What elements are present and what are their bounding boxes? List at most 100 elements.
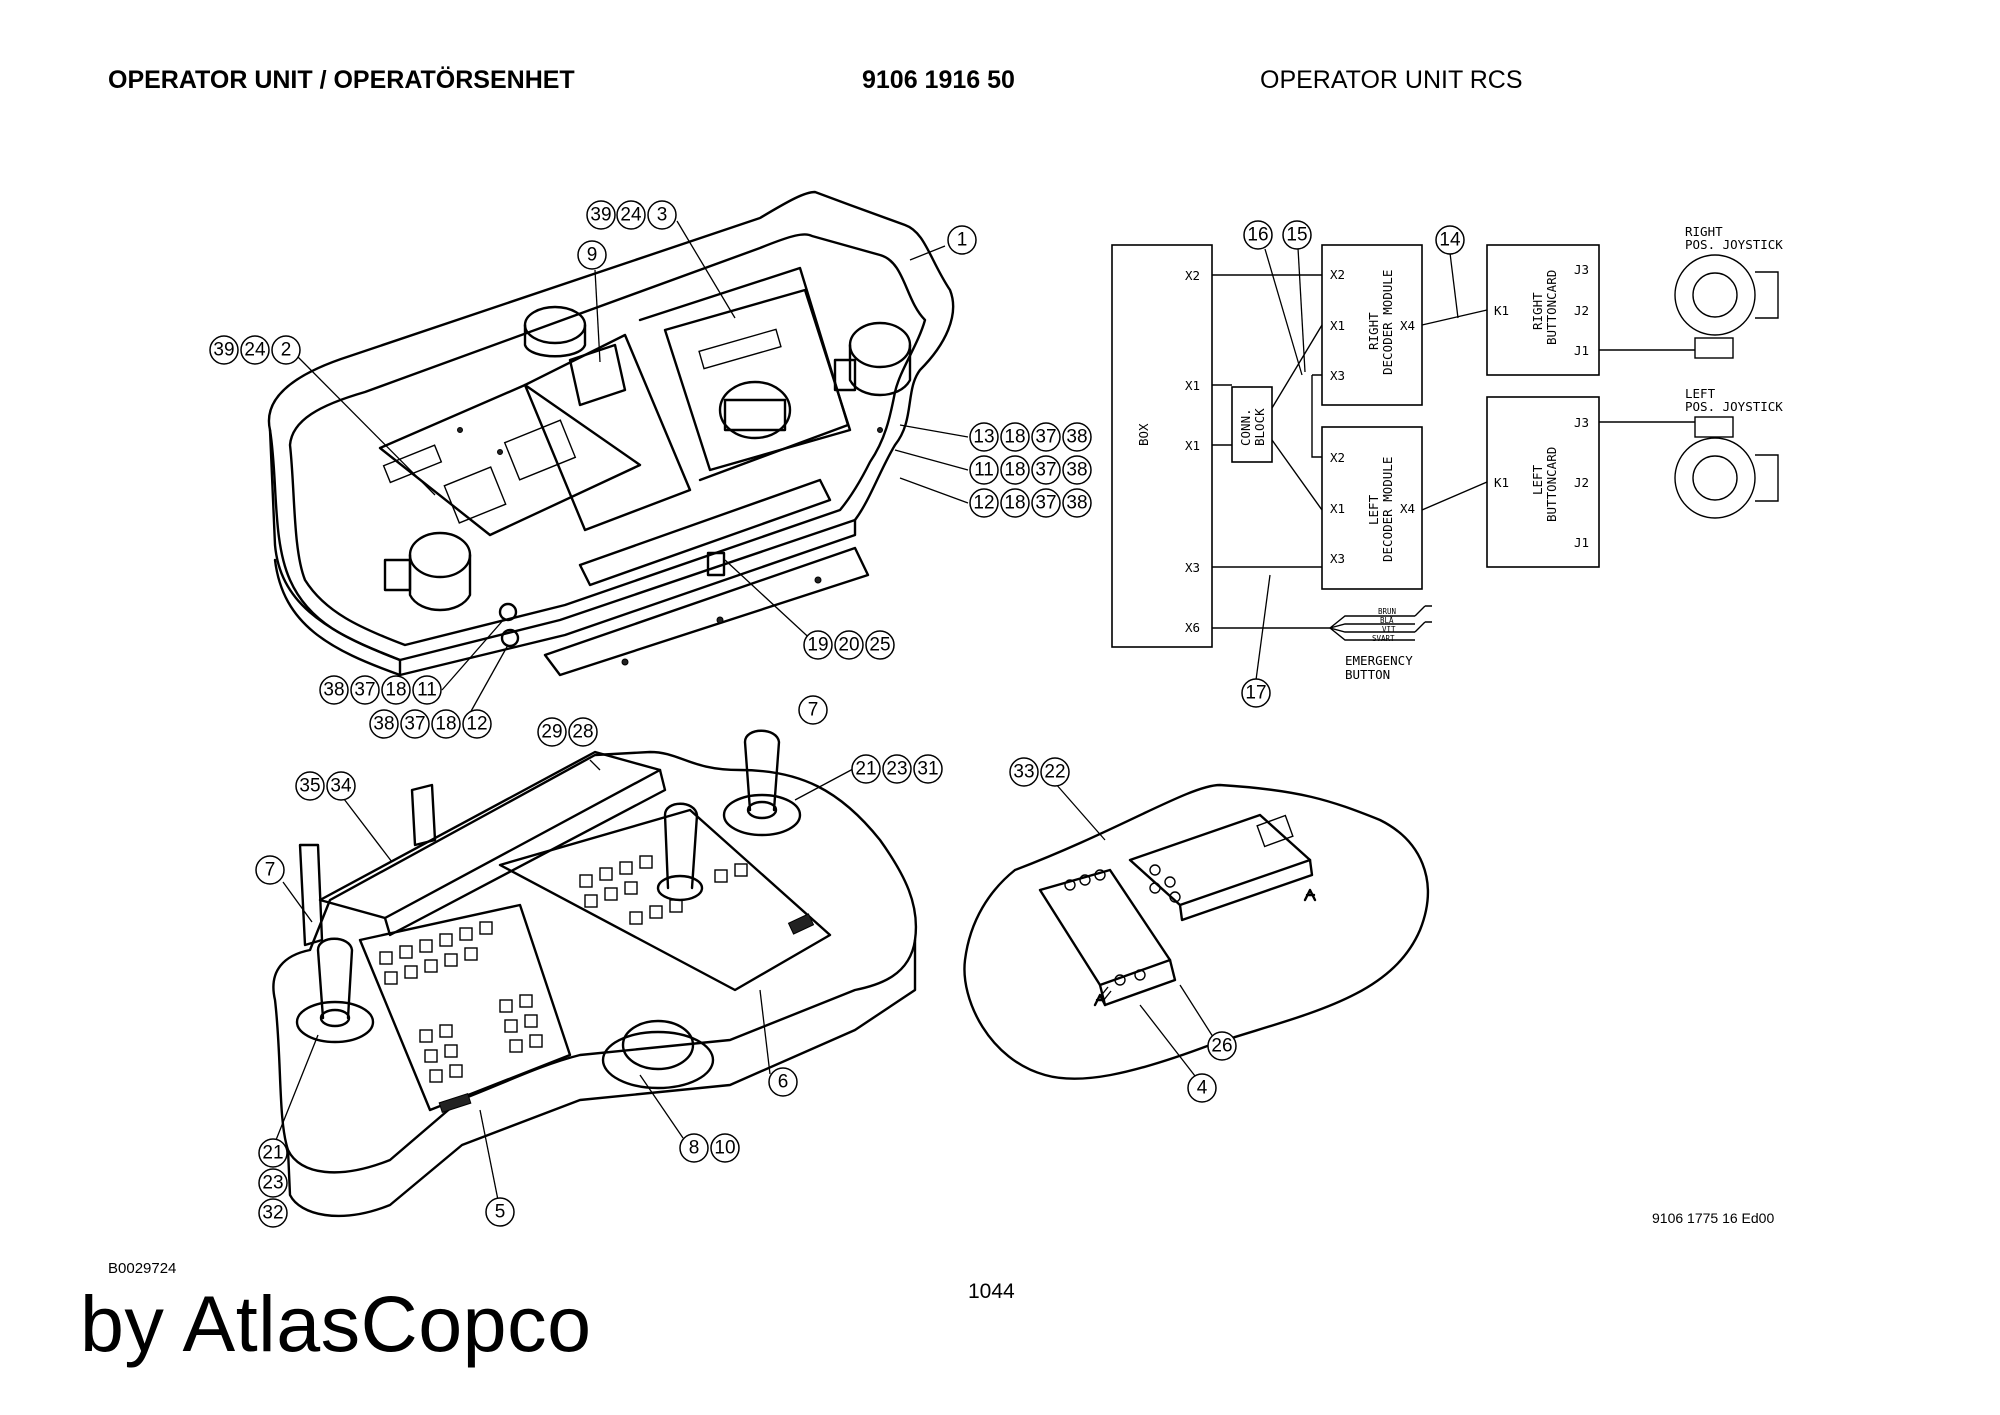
svg-text:23: 23 — [262, 1173, 283, 1194]
left-decoder-port-x4: X4 — [1400, 501, 1415, 516]
svg-text:37: 37 — [404, 714, 425, 735]
svg-text:37: 37 — [1035, 427, 1056, 448]
svg-text:18: 18 — [1004, 427, 1025, 448]
callout: 18 — [381, 675, 411, 705]
left-joystick-label-line2: POS. JOYSTICK — [1685, 399, 1783, 414]
box-port-x1-a: X1 — [1185, 378, 1200, 393]
callout: 37 — [400, 709, 430, 739]
left-decoder-port-x3: X3 — [1330, 551, 1345, 566]
callout: 24 — [240, 335, 270, 365]
callout: 38 — [369, 709, 399, 739]
svg-text:20: 20 — [838, 635, 859, 656]
left-decoder-port-x2: X2 — [1330, 450, 1345, 465]
right-decoder-port-x2: X2 — [1330, 267, 1345, 282]
callout: 17 — [1241, 678, 1271, 708]
callout: 3 — [647, 200, 677, 230]
callout: 34 — [326, 771, 356, 801]
right-decoder-port-x1: X1 — [1330, 318, 1345, 333]
callout: 16 — [1243, 220, 1273, 250]
callout: 24 — [616, 200, 646, 230]
callout: 25 — [865, 630, 895, 660]
svg-text:38: 38 — [323, 680, 344, 701]
svg-text:26: 26 — [1211, 1036, 1232, 1057]
left-decoder-label-line2: DECODER MODULE — [1380, 457, 1395, 562]
svg-text:34: 34 — [330, 776, 352, 797]
svg-text:3: 3 — [657, 205, 668, 226]
callout: 20 — [834, 630, 864, 660]
svg-text:9: 9 — [587, 245, 598, 266]
right-buttoncard-port-j1: J1 — [1574, 343, 1589, 358]
right-buttoncard-label-line1: RIGHT — [1530, 292, 1545, 330]
callout: 18 — [1000, 488, 1030, 518]
callout: 6 — [768, 1067, 798, 1097]
svg-text:13: 13 — [973, 427, 994, 448]
svg-text:39: 39 — [213, 340, 234, 361]
left-buttoncard-label-line2: BUTTONCARD — [1544, 447, 1559, 522]
svg-text:38: 38 — [1066, 460, 1087, 481]
callout: 37 — [1031, 455, 1061, 485]
callout: 23 — [882, 754, 912, 784]
left-decoder-port-x1: X1 — [1330, 501, 1345, 516]
callout: 38 — [319, 675, 349, 705]
part-number: 9106 1916 50 — [862, 66, 1015, 94]
svg-text:32: 32 — [262, 1203, 283, 1224]
callout: 39 — [209, 335, 239, 365]
wiring-diagram: BOX X2 X1 X1 X3 X6 CONN. BLOCK RIGHT DEC… — [1111, 224, 1783, 682]
brand-text: by AtlasCopco — [80, 1279, 592, 1368]
svg-text:11: 11 — [417, 680, 437, 701]
box-port-x6: X6 — [1185, 620, 1200, 635]
svg-text:14: 14 — [1439, 230, 1461, 251]
conn-block-label-line2: BLOCK — [1252, 408, 1267, 446]
wire-vit: VIT — [1382, 625, 1396, 634]
drawing-title: OPERATOR UNIT / OPERATÖRSENHET — [108, 66, 575, 94]
left-buttoncard-port-j2: J2 — [1574, 475, 1589, 490]
callout: 18 — [1000, 455, 1030, 485]
left-decoder-module — [1321, 426, 1423, 590]
conn-block-label-line1: CONN. — [1238, 408, 1253, 446]
svg-text:21: 21 — [855, 759, 876, 780]
callout: 31 — [913, 754, 943, 784]
callout: 7 — [255, 855, 285, 885]
callout: 12 — [462, 709, 492, 739]
emergency-button-label-line1: EMERGENCY — [1345, 653, 1413, 668]
operator-unit-housing-drawing — [267, 190, 955, 677]
svg-text:24: 24 — [620, 205, 642, 226]
callout: 12 — [969, 488, 999, 518]
svg-text:33: 33 — [1013, 762, 1034, 783]
svg-text:31: 31 — [917, 759, 938, 780]
wire-brun: BRUN — [1378, 607, 1396, 616]
left-joystick-label-line1: LEFT — [1685, 386, 1716, 401]
callout: 39 — [586, 200, 616, 230]
left-buttoncard-port-j1: J1 — [1574, 535, 1589, 550]
callout: 10 — [710, 1133, 740, 1163]
right-decoder-port-x4: X4 — [1400, 318, 1415, 333]
right-decoder-port-x3: X3 — [1330, 368, 1345, 383]
right-joystick-label-line2: POS. JOYSTICK — [1685, 237, 1783, 252]
callout: 37 — [1031, 488, 1061, 518]
svg-text:16: 16 — [1247, 225, 1268, 246]
left-decoder-label-line1: LEFT — [1366, 494, 1381, 525]
svg-text:18: 18 — [435, 714, 456, 735]
callout: 5 — [485, 1197, 515, 1227]
callout: 33 — [1009, 757, 1039, 787]
wire-bla: BLÅ — [1380, 616, 1394, 625]
left-buttoncard — [1486, 396, 1600, 568]
svg-text:12: 12 — [466, 714, 487, 735]
svg-text:37: 37 — [354, 680, 375, 701]
right-joystick-icon — [1674, 254, 1779, 359]
right-decoder-label-line2: DECODER MODULE — [1380, 270, 1395, 375]
right-buttoncard-port-k1: K1 — [1494, 303, 1509, 318]
left-joystick-icon — [1674, 416, 1779, 519]
right-buttoncard-port-j2: J2 — [1574, 303, 1589, 318]
svg-text:37: 37 — [1035, 493, 1056, 514]
svg-text:28: 28 — [572, 722, 593, 743]
svg-text:8: 8 — [689, 1138, 700, 1159]
callout: 35 — [295, 771, 325, 801]
wire-svart: SVART — [1372, 634, 1395, 643]
callout: 21 — [851, 754, 881, 784]
callout: 28 — [568, 717, 598, 747]
right-buttoncard — [1486, 244, 1600, 376]
svg-text:21: 21 — [262, 1143, 283, 1164]
left-buttoncard-label-line1: LEFT — [1530, 464, 1545, 495]
